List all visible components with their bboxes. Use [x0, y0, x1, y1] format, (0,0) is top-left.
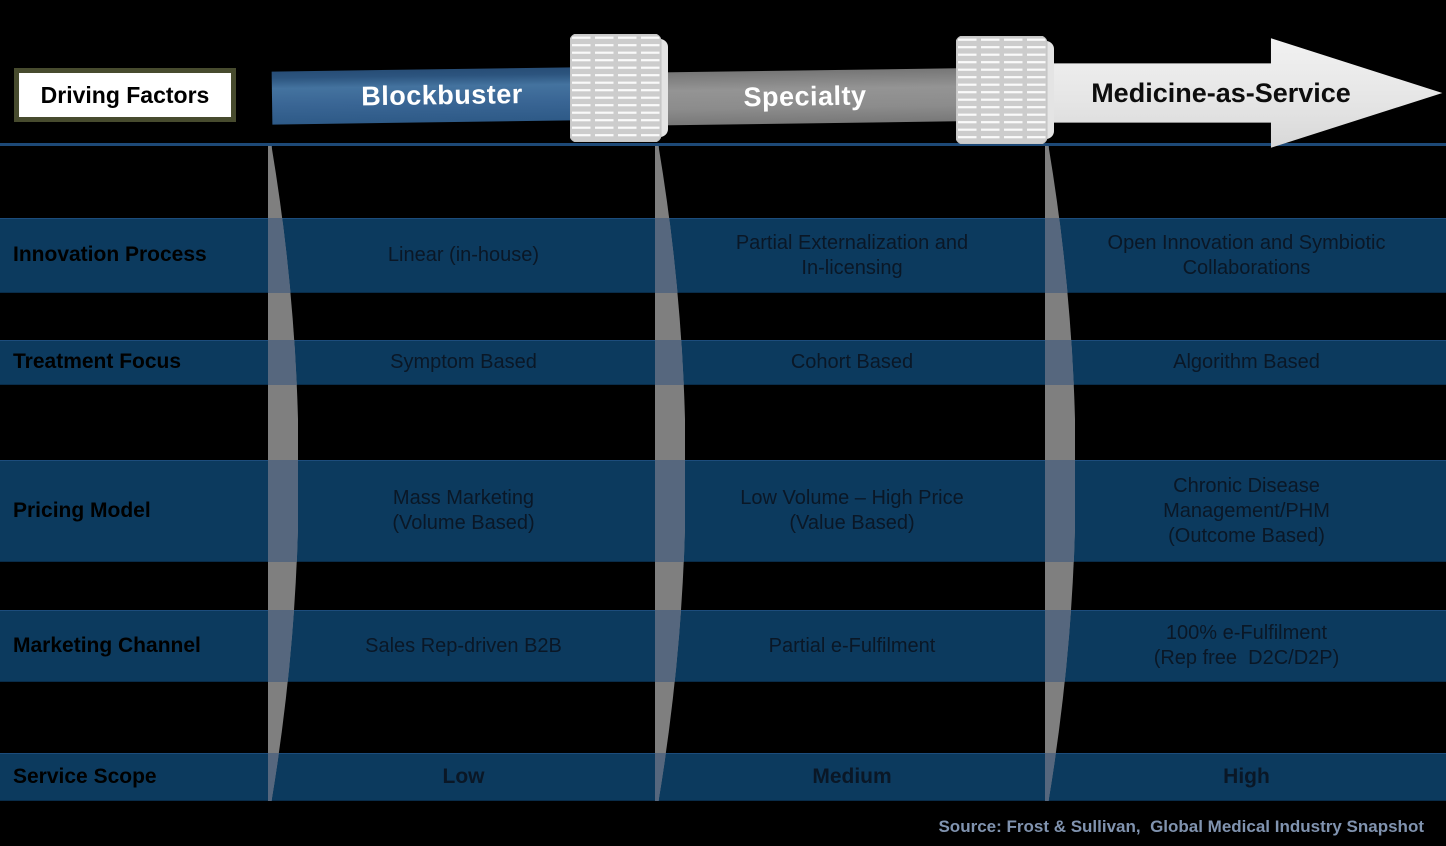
- table-row-marketing-channel: Marketing Channel Sales Rep-driven B2B P…: [0, 610, 1446, 682]
- comparison-table: Innovation Process Linear (in-house) Par…: [0, 143, 1446, 801]
- table-spacer-row: [0, 385, 1446, 460]
- table-spacer-row: [0, 293, 1446, 340]
- driving-factors-label: Driving Factors: [40, 81, 210, 108]
- stage-arrow-medicine-as-service: Medicine-as-Service: [1032, 38, 1443, 148]
- stage-banner-specialty-label: Specialty: [743, 80, 867, 113]
- cell-medicine-as-service: High: [1223, 764, 1270, 788]
- stage-transition-grille-icon: [956, 36, 1054, 144]
- cell-blockbuster: Mass Marketing (Volume Based): [392, 487, 535, 534]
- stage-banner-blockbuster-label: Blockbuster: [361, 79, 523, 112]
- cell-specialty: Medium: [812, 764, 892, 788]
- driving-factors-box: Driving Factors: [14, 68, 236, 122]
- cell-medicine-as-service: Chronic Disease Management/PHM (Outcome …: [1163, 474, 1330, 547]
- cell-medicine-as-service: Algorithm Based: [1173, 351, 1320, 373]
- column-divider-spindle: [655, 146, 685, 801]
- row-label: Marketing Channel: [13, 633, 201, 657]
- cell-medicine-as-service: 100% e-Fulfilment (Rep free D2C/D2P): [1153, 622, 1340, 669]
- cell-blockbuster: Linear (in-house): [387, 244, 540, 266]
- table-row-innovation-process: Innovation Process Linear (in-house) Par…: [0, 218, 1446, 293]
- table-row-pricing-model: Pricing Model Mass Marketing (Volume Bas…: [0, 460, 1446, 562]
- table-spacer-row: [0, 682, 1446, 753]
- row-label: Service Scope: [13, 764, 157, 788]
- cell-blockbuster: Sales Rep-driven B2B: [365, 634, 562, 657]
- row-label: Innovation Process: [13, 243, 207, 267]
- cell-blockbuster: Symptom Based: [390, 351, 537, 373]
- table-spacer-row: [0, 562, 1446, 610]
- row-label: Treatment Focus: [13, 350, 182, 374]
- cell-specialty: Cohort Based: [790, 351, 914, 373]
- cell-specialty: Partial e-Fulfilment: [768, 634, 936, 657]
- cell-blockbuster: Low: [442, 764, 485, 788]
- cell-specialty: Partial Externalization and In-licensing: [735, 231, 969, 279]
- stage-transition-grille-icon: [570, 34, 668, 142]
- column-divider-spindle: [1045, 146, 1075, 801]
- table-row-treatment-focus: Treatment Focus Symptom Based Cohort Bas…: [0, 340, 1446, 385]
- table-spacer-row: [0, 146, 1446, 218]
- cell-specialty: Low Volume – High Price (Value Based): [740, 487, 964, 534]
- stage-arrow-medicine-as-service-label: Medicine-as-Service: [1091, 77, 1351, 108]
- row-label: Pricing Model: [13, 498, 151, 522]
- source-attribution: Source: Frost & Sullivan, Global Medical…: [938, 817, 1424, 836]
- column-divider-spindle: [268, 146, 298, 801]
- table-row-service-scope: Service Scope Low Medium High: [0, 753, 1446, 801]
- cell-medicine-as-service: Open Innovation and Symbiotic Collaborat…: [1107, 231, 1386, 279]
